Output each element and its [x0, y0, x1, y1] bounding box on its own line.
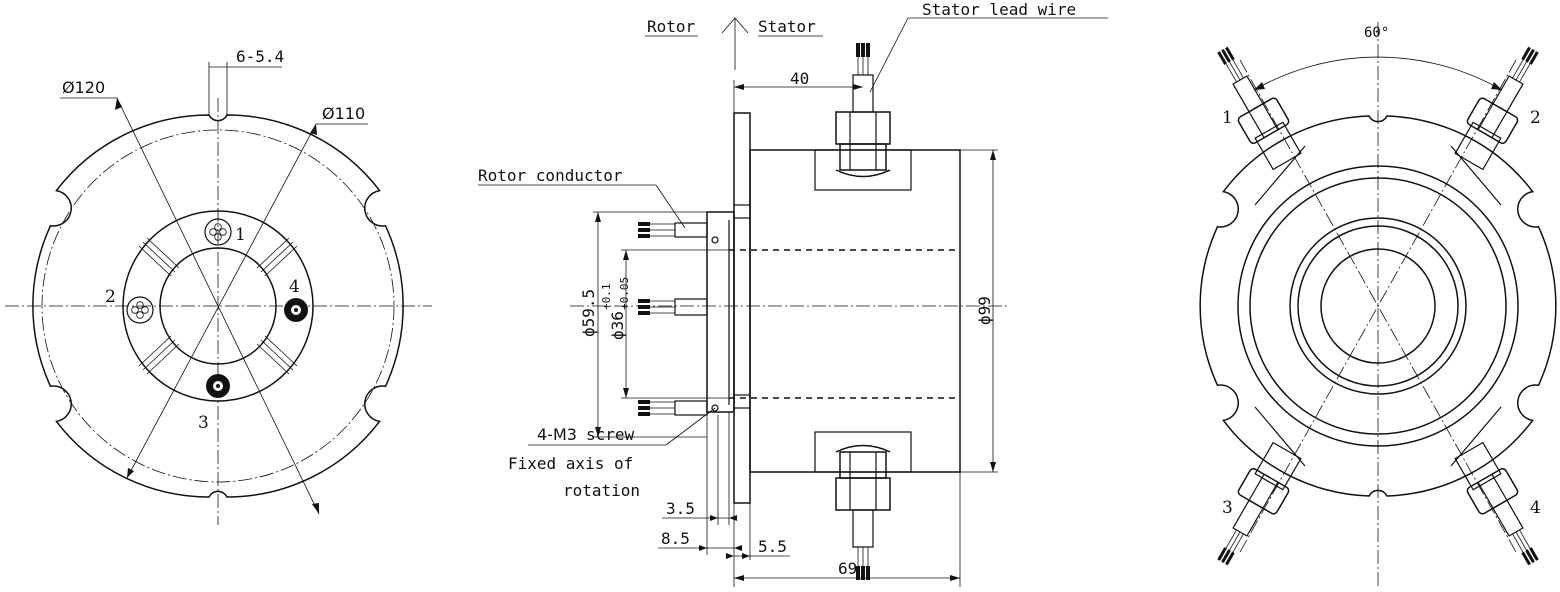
rear-gland-1 [1217, 46, 1302, 171]
tol-upper: +0.1 [600, 284, 613, 311]
hatch-marks [138, 237, 298, 375]
dia120-label: Ø120 [62, 78, 105, 97]
dim-5-5-label: 5.5 [758, 537, 787, 556]
arrow-head [312, 503, 319, 514]
rotor-plate [706, 211, 735, 413]
dia120-leader [116, 97, 320, 515]
rotor-conductor-label: Rotor conductor [478, 166, 623, 185]
port-2-connector [126, 296, 154, 324]
front-view: Ø120 Ø110 6-5.4 1 2 3 4 [5, 47, 432, 525]
dia110-label: Ø110 [322, 104, 365, 123]
rear-gland-3 [1217, 441, 1302, 566]
screw-count-label: 4-M3 [537, 425, 577, 444]
rear-port-2-label: 2 [1530, 108, 1541, 128]
stator-circle [1237, 165, 1519, 447]
rotor-label: Rotor [647, 17, 696, 36]
rear-port-1-label: 1 [1222, 108, 1233, 128]
front-port-2-label: 2 [105, 287, 116, 307]
screw-hole [711, 404, 719, 412]
tol-lower: +0.05 [618, 277, 631, 310]
side-view: Rotor Stator Stator lead wire [478, 0, 1108, 587]
dim-59-5-label: ϕ59.5 [579, 289, 598, 337]
bearing-circle [1289, 217, 1467, 395]
top-cable-gland [814, 43, 912, 191]
hub-bore-circle [159, 247, 277, 365]
arrow-head [115, 98, 122, 110]
dim-3-5-label: 3.5 [666, 499, 695, 518]
dim-99-label: ϕ99 [975, 296, 994, 325]
front-port-1-label: 1 [235, 225, 246, 245]
angle-label: 60° [1364, 25, 1389, 41]
stator-inner-circle [1249, 177, 1507, 435]
dim-69-label: 69 [838, 559, 857, 578]
stator-label: Stator [758, 17, 816, 36]
rear-gland-2 [1454, 46, 1539, 171]
dim-36-label: ϕ36 [608, 311, 627, 340]
stator-lead-wire-label: Stator lead wire [922, 0, 1076, 19]
slot-dim-label: 6-5.4 [236, 47, 284, 66]
arrow-head [127, 468, 134, 478]
fixed-axis-line1: Fixed axis of [508, 454, 633, 473]
port-1-connector [204, 218, 232, 246]
pitch-circle [41, 129, 395, 483]
bearing-inner-circle [1297, 225, 1459, 387]
rotor-stator-arrow [721, 17, 749, 34]
rear-port-3-label: 3 [1222, 498, 1233, 518]
rear-outer-flange [1199, 115, 1557, 497]
outer-flange-outline [32, 114, 404, 498]
dia110-leader [126, 123, 317, 479]
screw-word-label: screw [586, 425, 635, 444]
stator-body [749, 149, 961, 473]
front-port-3-label: 3 [198, 413, 209, 433]
front-port-4-label: 4 [289, 277, 300, 297]
rear-port-4-label: 4 [1530, 498, 1541, 518]
mounting-flange [733, 112, 751, 504]
arrow-head [310, 124, 317, 135]
rear-gland-4 [1454, 441, 1539, 566]
rotor-wire-bundles [638, 222, 708, 416]
bottom-cable-gland [814, 431, 912, 580]
dim-40-label: 40 [790, 69, 809, 88]
rear-bore-circle [1320, 248, 1436, 364]
port-4-connector [284, 298, 308, 322]
rear-view: 60° 1 2 3 4 [1199, 22, 1557, 587]
screw-hole [711, 236, 719, 244]
dim-8-5-label: 8.5 [661, 529, 690, 548]
hub-outer-circle [122, 210, 314, 402]
fixed-axis-line2: rotation [563, 481, 640, 500]
angle-arc [1253, 56, 1503, 91]
port-3-connector [206, 374, 230, 398]
